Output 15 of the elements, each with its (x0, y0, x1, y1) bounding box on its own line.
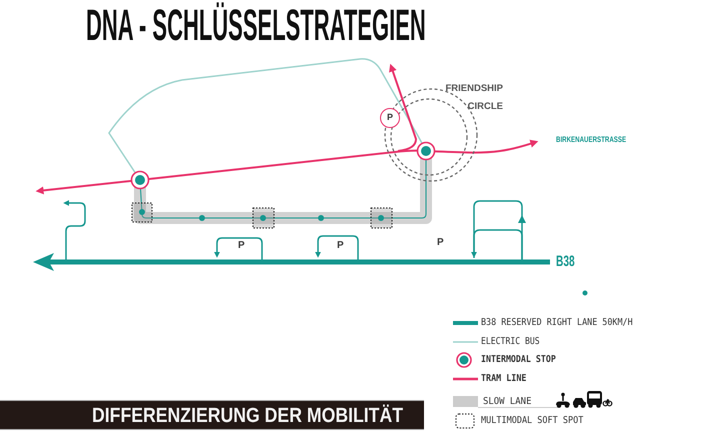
circle-label: FRIENDSHIP CIRCLE (444, 82, 503, 114)
legend-label: INTERMODAL STOP (481, 355, 556, 364)
legend-label: TRAM LINE (481, 374, 526, 384)
legend-label: B38 RESERVED RIGHT LANE 50KM/H (481, 318, 633, 328)
parking-label: P (437, 238, 444, 248)
legend-label: MULTIMODAL SOFT SPOT (481, 416, 584, 426)
parking-label: P (337, 241, 344, 251)
legend-label: SLOW LANE (483, 397, 532, 406)
caption-text: DIFFERENZIERUNG DER MOBILITÄT (92, 406, 404, 426)
parking-label: P (238, 241, 245, 251)
parking-sign: P (380, 108, 400, 128)
legend-label: ELECTRIC BUS (481, 337, 540, 346)
road-label: B38 (556, 254, 575, 269)
page-title: DNA - SCHLÜSSELSTRATEGIEN (86, 4, 426, 48)
street-label: BIRKENAUERSTRASSE (556, 136, 626, 144)
